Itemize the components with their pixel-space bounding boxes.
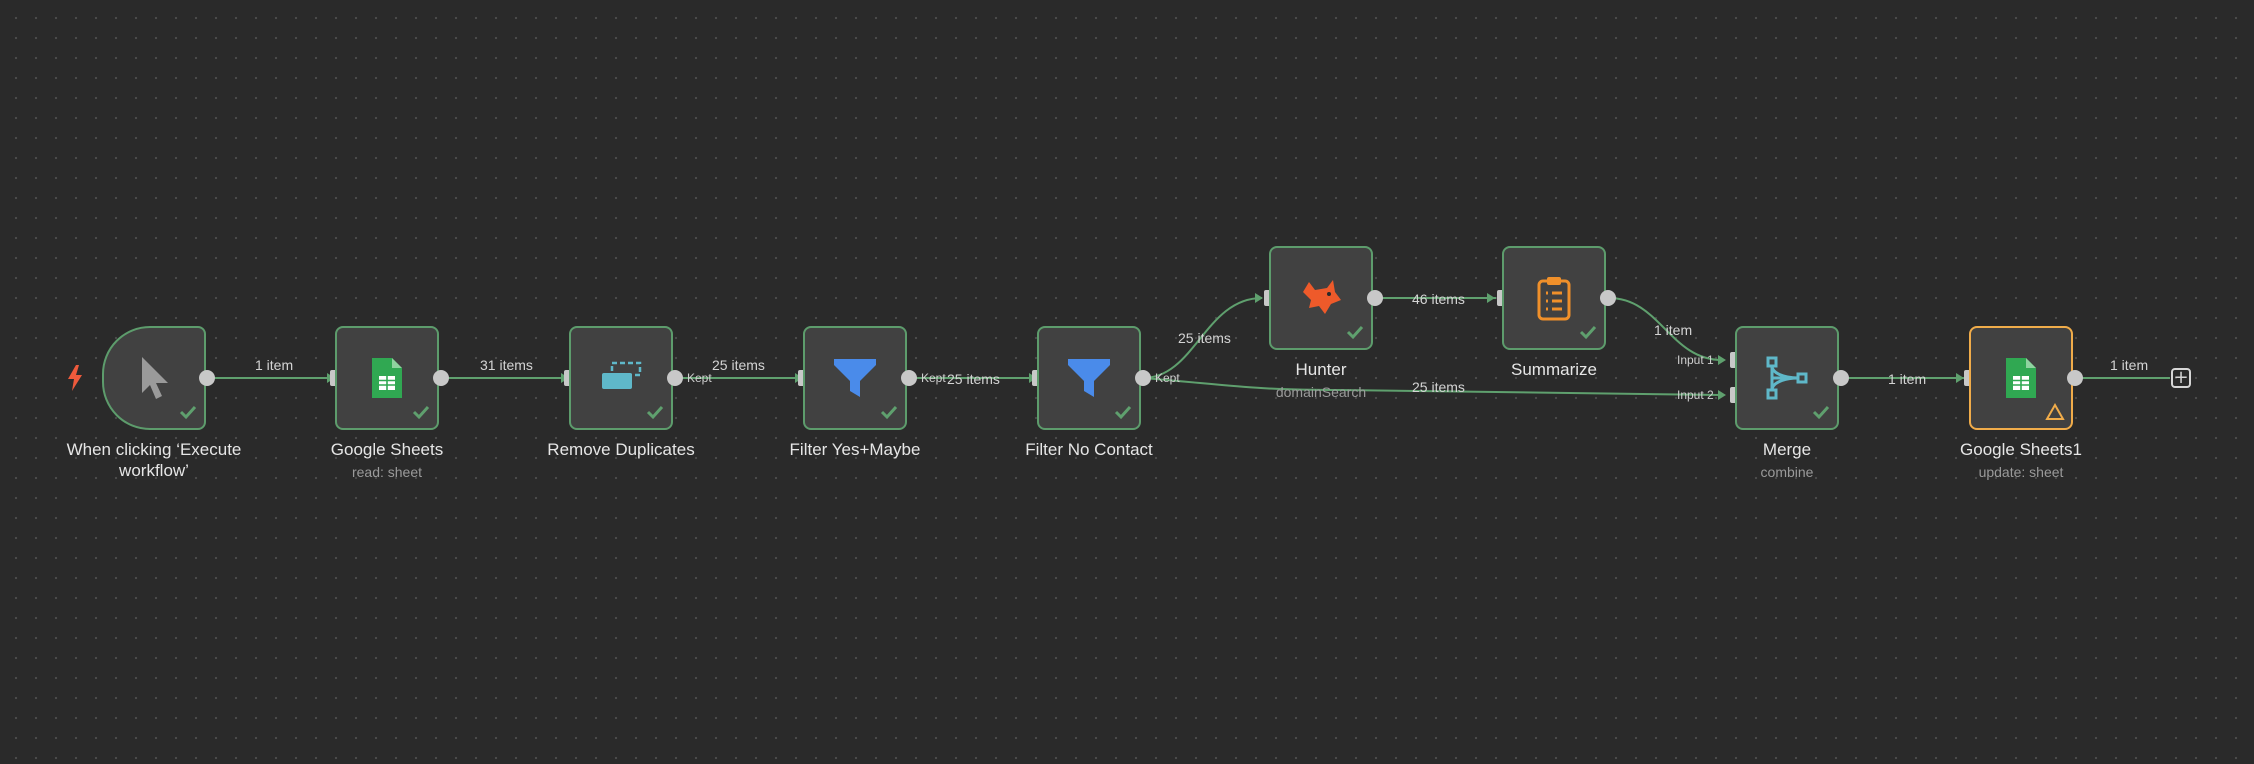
trigger-bolt-icon <box>68 365 82 391</box>
edge-label: 1 item <box>255 357 294 373</box>
input-port[interactable] <box>1964 370 1973 386</box>
edge-label: 1 item <box>2110 357 2149 373</box>
input-port[interactable] <box>1264 290 1273 306</box>
output-branch-label: Kept <box>687 371 712 385</box>
edge-filter2-to-hunter <box>1142 297 1263 379</box>
node-filter-yes-maybe[interactable] <box>803 326 907 430</box>
node-remove-duplicates[interactable] <box>569 326 673 430</box>
output-port[interactable] <box>1135 370 1151 386</box>
edge-label: 31 items <box>480 357 533 373</box>
node-title: Remove Duplicates <box>547 440 695 459</box>
node-title: Filter No Contact <box>1025 440 1153 459</box>
clipboard-list-icon <box>1528 272 1580 324</box>
success-check-icon <box>1579 325 1597 340</box>
node-filter-no-contact[interactable] <box>1037 326 1141 430</box>
input-port[interactable] <box>564 370 573 386</box>
node-subtitle: update: sheet <box>1978 464 2064 480</box>
filter-icon <box>829 352 881 404</box>
node-manual-trigger[interactable] <box>102 326 206 430</box>
input-port[interactable] <box>330 370 339 386</box>
input-1-label: Input 1 <box>1677 353 1714 367</box>
warning-triangle-icon <box>2045 402 2065 420</box>
edge-label: 1 item <box>1888 371 1927 387</box>
edge-label: 25 items <box>1412 379 1465 395</box>
output-port[interactable] <box>1367 290 1383 306</box>
node-subtitle: domainSearch <box>1275 384 1367 400</box>
input-port[interactable] <box>1032 370 1041 386</box>
output-port[interactable] <box>199 370 215 386</box>
node-google-sheets[interactable] <box>335 326 439 430</box>
edge-summarize-to-merge <box>1608 297 1723 361</box>
node-summarize[interactable] <box>1502 246 1606 350</box>
success-check-icon <box>179 405 197 420</box>
output-branch-label: Kept <box>921 371 946 385</box>
output-port[interactable] <box>667 370 683 386</box>
node-subtitle: read: sheet <box>351 464 423 480</box>
edge-filter2-to-merge <box>1142 377 1721 396</box>
input-port[interactable] <box>798 370 807 386</box>
input-port-2[interactable] <box>1730 387 1739 403</box>
node-title: Merge <box>1762 440 1812 459</box>
cursor-pointer-icon <box>128 352 180 404</box>
google-sheets-icon <box>1995 352 2047 404</box>
node-subtitle: combine <box>1760 464 1814 480</box>
node-google-sheets1[interactable] <box>1969 326 2073 430</box>
output-port[interactable] <box>1833 370 1849 386</box>
output-port[interactable] <box>433 370 449 386</box>
node-title: Google Sheets1 <box>1960 440 2082 459</box>
filter-icon <box>1063 352 1115 404</box>
node-title: When clicking ‘Execute workflow’ <box>66 440 242 480</box>
node-title: Summarize <box>1511 360 1597 379</box>
edge-label: 25 items <box>947 371 1000 387</box>
node-title: Filter Yes+Maybe <box>789 440 921 459</box>
input-port[interactable] <box>1497 290 1506 306</box>
node-merge[interactable] <box>1735 326 1839 430</box>
output-branch-label: Kept <box>1155 371 1180 385</box>
merge-icon <box>1761 352 1813 404</box>
input-port-1[interactable] <box>1730 352 1739 368</box>
output-port[interactable] <box>1600 290 1616 306</box>
success-check-icon <box>646 405 664 420</box>
success-check-icon <box>1812 405 1830 420</box>
node-title: Hunter <box>1295 360 1347 379</box>
remove-duplicates-icon <box>595 352 647 404</box>
edge-label: 25 items <box>1178 330 1231 346</box>
hunter-fox-icon <box>1295 272 1347 324</box>
edge-label: 25 items <box>712 357 765 373</box>
success-check-icon <box>412 405 430 420</box>
node-hunter[interactable] <box>1269 246 1373 350</box>
output-port[interactable] <box>2067 370 2083 386</box>
edge-label: 46 items <box>1412 291 1465 307</box>
edge-label: 1 item <box>1654 322 1693 338</box>
success-check-icon <box>880 405 898 420</box>
input-2-label: Input 2 <box>1677 388 1714 402</box>
node-title: Google Sheets <box>330 440 444 459</box>
add-node-button[interactable]: + <box>2171 368 2191 388</box>
success-check-icon <box>1346 325 1364 340</box>
success-check-icon <box>1114 405 1132 420</box>
output-port[interactable] <box>901 370 917 386</box>
google-sheets-icon <box>361 352 413 404</box>
